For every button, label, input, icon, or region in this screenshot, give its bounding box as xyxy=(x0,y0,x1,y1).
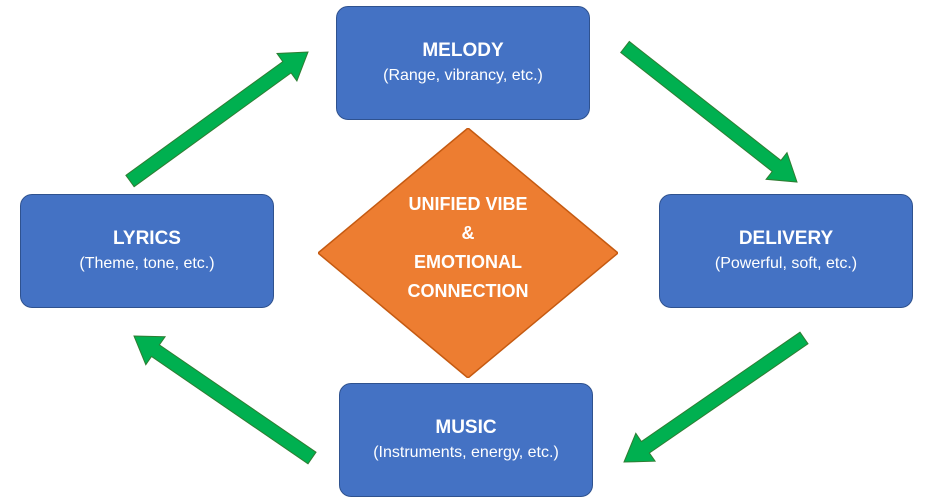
node-delivery-subtitle: (Powerful, soft, etc.) xyxy=(714,255,858,272)
node-lyrics-subtitle: (Theme, tone, etc.) xyxy=(79,255,215,272)
node-melody-subtitle: (Range, vibrancy, etc.) xyxy=(383,67,543,84)
arrow-delivery-to-music xyxy=(623,331,809,463)
center-diamond xyxy=(318,128,618,378)
node-lyrics: LYRICS (Theme, tone, etc.) xyxy=(20,194,274,308)
node-melody: MELODY (Range, vibrancy, etc.) xyxy=(336,6,590,120)
arrow-melody-to-delivery xyxy=(619,40,798,183)
center-label: UNIFIED VIBE & EMOTIONAL CONNECTION xyxy=(368,190,568,306)
center-label-line-3: EMOTIONAL xyxy=(414,252,522,272)
arrow-lyrics-to-melody xyxy=(125,51,309,188)
center-label-line-4: CONNECTION xyxy=(407,281,529,301)
node-delivery: DELIVERY (Powerful, soft, etc.) xyxy=(659,194,913,308)
center-label-line-1: UNIFIED VIBE xyxy=(408,194,528,214)
node-delivery-title: DELIVERY xyxy=(738,228,834,249)
node-lyrics-title: LYRICS xyxy=(113,228,181,249)
arrow-music-to-lyrics xyxy=(133,335,317,465)
node-music-subtitle: (Instruments, energy, etc.) xyxy=(373,444,559,461)
center-label-line-2: & xyxy=(461,223,475,243)
node-music: MUSIC (Instruments, energy, etc.) xyxy=(339,383,593,497)
node-music-title: MUSIC xyxy=(435,417,497,438)
node-melody-title: MELODY xyxy=(422,40,504,61)
